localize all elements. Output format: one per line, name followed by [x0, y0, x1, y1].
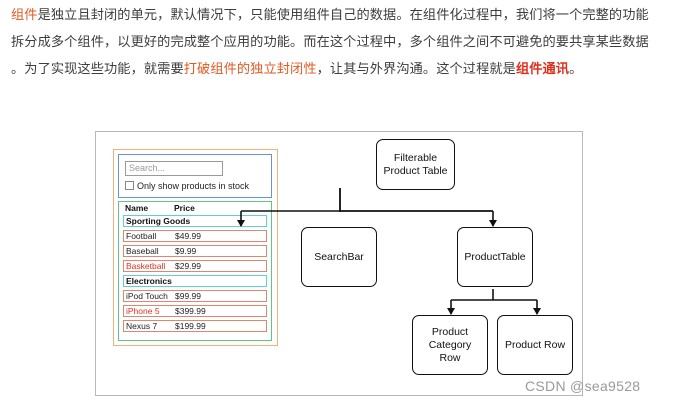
term-component: 组件 — [11, 8, 38, 23]
product-price: $99.99 — [175, 291, 201, 301]
csdn-watermark: CSDN @sea9528 — [525, 378, 641, 394]
product-price: $49.99 — [175, 231, 201, 241]
paragraph-line-3: 。为了实现这些功能，就需要打破组件的独立封闭性，让其与外界沟通。这个过程就是组件… — [11, 56, 683, 83]
search-input[interactable]: Search... — [125, 161, 223, 176]
product-row-out-of-stock: Basketball $29.99 — [123, 260, 267, 272]
product-row: Football $49.99 — [123, 230, 267, 242]
product-name: iPhone 5 — [126, 306, 160, 316]
product-row: iPod Touch $99.99 — [123, 290, 267, 302]
component-diagram-figure: Search... Only show products in stock Na… — [95, 131, 583, 396]
intro-paragraph: 组件是独立且封闭的单元，默认情况下，只能使用组件自己的数据。在组件化过程中，我们… — [11, 2, 683, 83]
product-name: Basketball — [126, 261, 166, 271]
node-product-table: ProductTable — [457, 227, 533, 287]
product-price: $29.99 — [175, 261, 201, 271]
product-row: Nexus 7 $199.99 — [123, 320, 267, 332]
product-price: $199.99 — [175, 321, 206, 331]
edge-root-to-children — [339, 188, 493, 212]
highlight-break-encapsulation: 打破组件的独立封闭性 — [183, 62, 317, 77]
checkbox-label: Only show products in stock — [137, 181, 250, 191]
filterable-product-table-mockup: Search... Only show products in stock Na… — [113, 149, 278, 346]
node-filterable-product-table: Filterable Product Table — [376, 139, 455, 190]
header-name: Name — [125, 203, 149, 213]
product-row: Baseball $9.99 — [123, 245, 267, 257]
paragraph-line-2: 拆分成多个组件，以更好的完成整个应用的功能。而在这个过程中，多个组件之间不可避免… — [11, 35, 649, 50]
product-price: $9.99 — [175, 246, 197, 256]
category-row: Electronics — [123, 275, 267, 287]
line-3-end: 。 — [569, 62, 583, 77]
product-price: $399.99 — [175, 306, 206, 316]
in-stock-checkbox[interactable]: Only show products in stock — [125, 181, 249, 192]
highlight-component-communication: 组件通讯 — [515, 62, 570, 77]
search-bar-mockup: Search... Only show products in stock — [118, 154, 272, 198]
checkbox-box[interactable] — [125, 181, 134, 190]
line-1-text: 是独立且封闭的单元，默认情况下，只能使用组件自己的数据。在组件化过程中，我们将一… — [37, 8, 649, 23]
node-product-category-row: Product Category Row — [412, 315, 488, 375]
header-price: Price — [174, 203, 195, 213]
paragraph-line-1: 组件是独立且封闭的单元，默认情况下，只能使用组件自己的数据。在组件化过程中，我们… — [11, 2, 683, 29]
product-name: Football — [126, 231, 157, 241]
product-row-out-of-stock: iPhone 5 $399.99 — [123, 305, 267, 317]
category-row: Sporting Goods — [123, 215, 267, 227]
node-product-row: Product Row — [497, 315, 573, 375]
node-search-bar: SearchBar — [301, 227, 377, 287]
tree-edges — [237, 188, 541, 315]
product-name: Baseball — [126, 246, 159, 256]
line-3-start: 。为了实现这些功能，就需要 — [11, 62, 184, 77]
table-header: Name Price — [125, 203, 195, 213]
line-3-mid: ，让其与外界沟通。这个过程就是 — [316, 62, 516, 77]
product-name: iPod Touch — [126, 291, 168, 301]
product-name: Nexus 7 — [126, 321, 158, 331]
